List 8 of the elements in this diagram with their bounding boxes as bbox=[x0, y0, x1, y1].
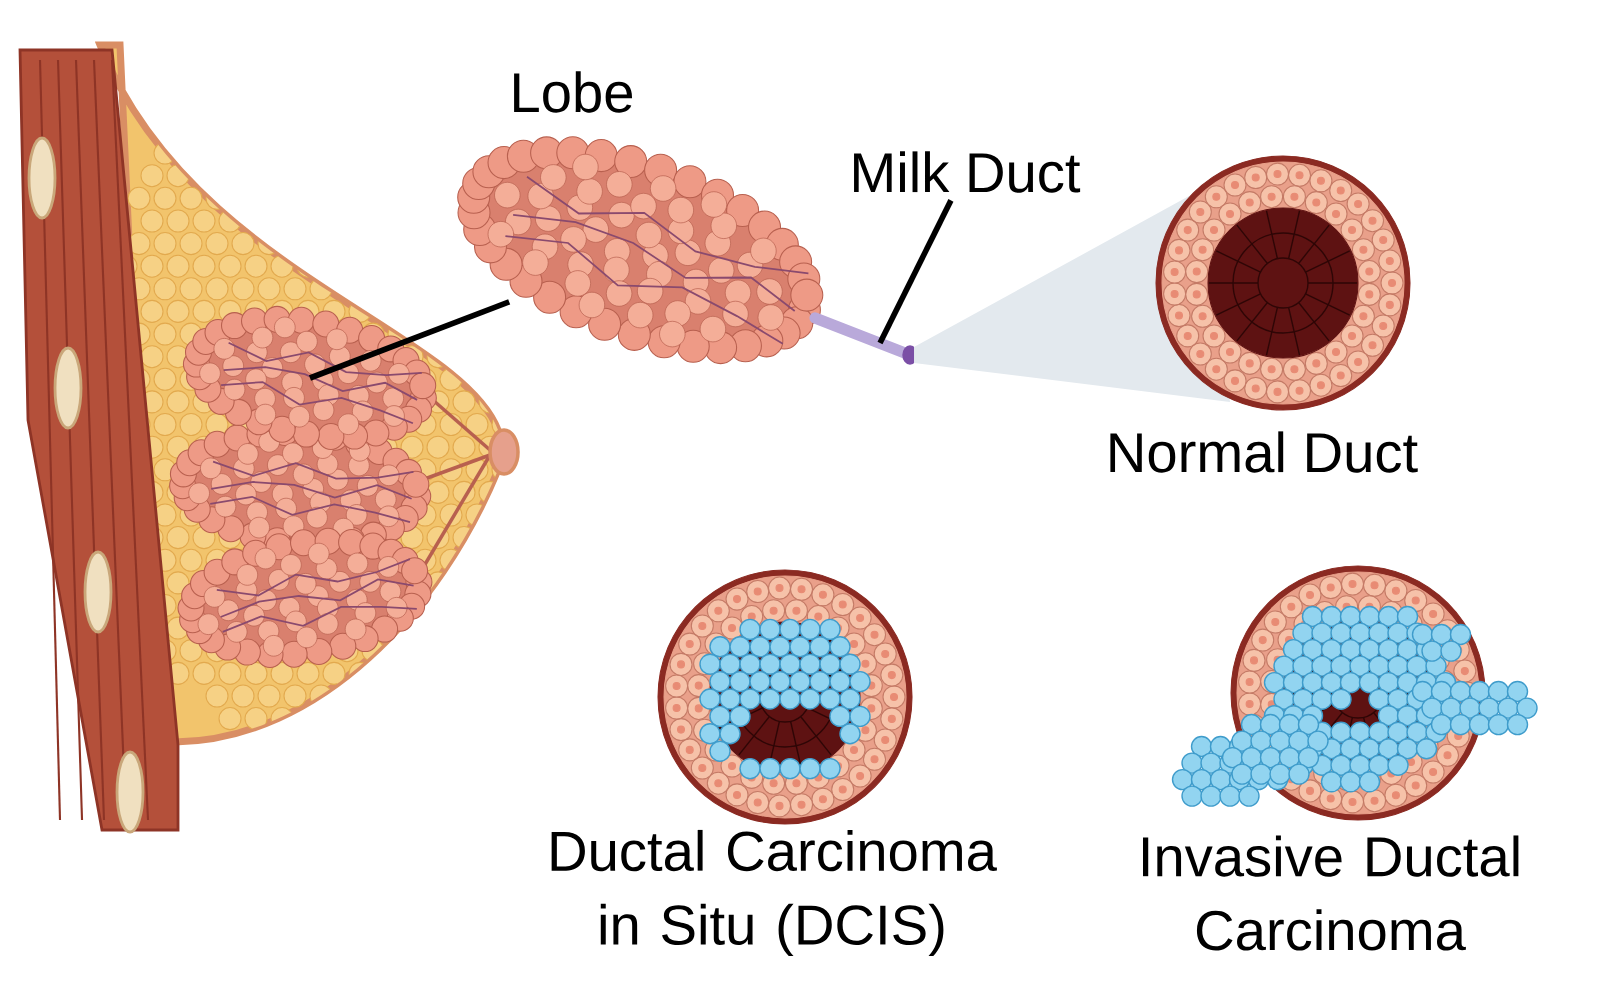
lobe-drawing bbox=[182, 305, 437, 450]
label-text: Milk Duct bbox=[854, 151, 1081, 193]
leader-line bbox=[877, 199, 954, 345]
caption-text: Lobe bbox=[514, 71, 633, 113]
caption-text: Normal Duct bbox=[1110, 431, 1418, 473]
leader-line bbox=[309, 299, 511, 381]
caption-text: Ductal Carcinoma in Situ (DCIS) bbox=[551, 829, 997, 957]
caption-text: Invasive Ductal Carcinoma bbox=[1143, 835, 1519, 951]
